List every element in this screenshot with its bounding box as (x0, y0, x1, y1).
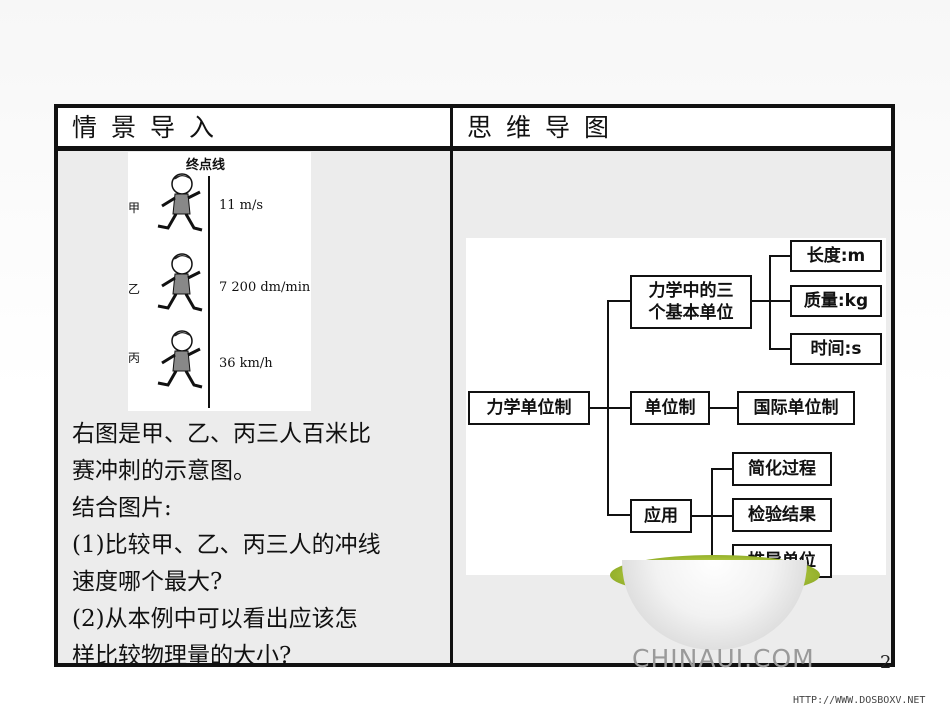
mindmap-length: 长度:m (790, 240, 882, 272)
connector (607, 300, 631, 302)
description-line: 样比较物理量的大小? (72, 643, 292, 669)
connector (711, 468, 733, 470)
race-illustration: 终点线 甲 11 m/s 乙 7 200 dm/min 丙 (128, 152, 311, 411)
runner-name-jia: 甲 (128, 201, 141, 215)
mindmap-si: 国际单位制 (737, 391, 855, 425)
three-units-line1: 力学中的三 (648, 281, 734, 301)
finish-line (208, 176, 210, 408)
description-line: 赛冲刺的示意图。 (72, 458, 256, 484)
mindmap-simplify: 简化过程 (732, 452, 832, 486)
connector (607, 514, 631, 516)
three-units-line2: 个基本单位 (648, 303, 734, 323)
scene-description: 右图是甲、乙、丙三人百米比 赛冲刺的示意图。 结合图片: (1)比较甲、乙、丙三… (72, 416, 444, 675)
connector (711, 515, 733, 517)
header-mind-map: 思维导图 (453, 108, 891, 148)
runner-jia-figure (157, 173, 203, 232)
description-line: 速度哪个最大? (72, 569, 223, 595)
mindmap-mass: 质量:kg (790, 285, 882, 317)
connector (752, 300, 770, 302)
runner-name-yi: 乙 (128, 282, 141, 296)
mindmap-root: 力学单位制 (468, 391, 590, 425)
runner-bing-figure (157, 330, 203, 389)
connector (769, 255, 791, 257)
mindmap-verify: 检验结果 (732, 498, 832, 532)
runner-speed-yi: 7 200 dm/min (219, 280, 311, 295)
description-line: (2)从本例中可以看出应该怎 (72, 606, 358, 632)
description-line: 右图是甲、乙、丙三人百米比 (72, 421, 371, 447)
header-divider (58, 148, 891, 151)
runner-speed-jia: 11 m/s (219, 198, 264, 213)
mindmap-unit-system: 单位制 (630, 391, 710, 425)
mind-map: 力学单位制 力学中的三 个基本单位 长度:m 质量:kg 时间:s 单位制 国际… (466, 238, 886, 578)
header-scene-intro: 情景导入 (58, 108, 451, 148)
finish-line-label: 终点线 (186, 158, 226, 173)
mindmap-three-basic-units: 力学中的三 个基本单位 (630, 275, 752, 329)
mindmap-time: 时间:s (790, 333, 882, 365)
connector (769, 300, 791, 302)
mindmap-application: 应用 (630, 499, 692, 533)
footer-url: HTTP://WWW.DOSBOXV.NET (793, 695, 926, 706)
runner-speed-bing: 36 km/h (219, 356, 273, 371)
connector (710, 407, 738, 409)
watermark: CHINAUI.COM (632, 644, 815, 673)
runner-name-bing: 丙 (128, 351, 141, 365)
description-line: 结合图片: (72, 495, 172, 521)
runner-yi-figure (157, 253, 203, 312)
connector (769, 348, 791, 350)
content-table: 情景导入 思维导图 终点线 甲 11 m/s 乙 (54, 104, 895, 669)
connector (769, 255, 771, 349)
connector (692, 515, 712, 517)
connector (590, 407, 608, 409)
page-number: 2 (880, 652, 892, 673)
connector (607, 407, 631, 409)
table-divider (450, 108, 453, 663)
description-line: (1)比较甲、乙、丙三人的冲线 (72, 532, 381, 558)
